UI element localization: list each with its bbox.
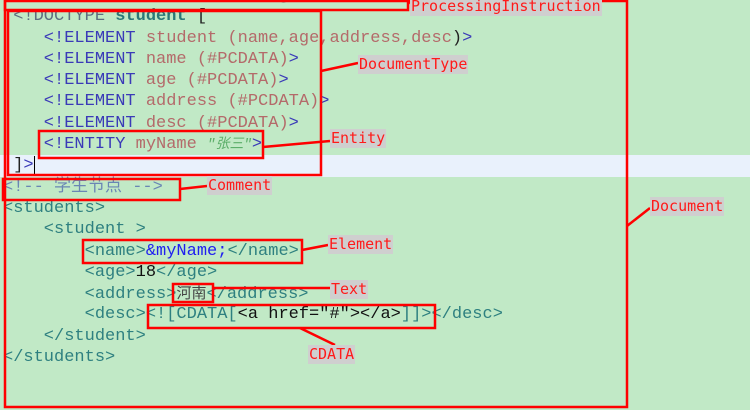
code-token: <!ELEMENT: [3, 49, 146, 69]
code-line[interactable]: <students>: [3, 198, 503, 219]
code-token: address (#PCDATA): [145, 92, 320, 112]
comment-connector: [179, 184, 208, 191]
code-token: <!-- 学生节点 -->: [3, 177, 163, 197]
code-token: <students>: [3, 198, 106, 218]
current-line-highlight: [0, 155, 750, 177]
code-line[interactable]: <!ELEMENT desc (#PCDATA)>: [3, 113, 503, 134]
code-token: 河南: [176, 284, 207, 303]
code-token: "张三": [207, 137, 252, 154]
code-token: &myName;: [145, 241, 228, 261]
label-processing-instruction: ProcessingInstruction: [410, 0, 602, 16]
code-token: <desc><![CDATA[: [3, 305, 238, 325]
label-comment: Comment: [207, 176, 273, 195]
entity-connector: [262, 139, 331, 149]
code-token: </students>: [3, 348, 116, 368]
code-token: 18: [135, 262, 157, 282]
code-token: age (#PCDATA): [145, 71, 279, 91]
cdata-connector: [299, 326, 336, 347]
code-token: >: [251, 135, 263, 155]
label-entity: Entity: [330, 129, 387, 148]
doctype-connector: [320, 61, 359, 73]
code-token: [: [186, 7, 208, 27]
code-token: <!ELEMENT: [3, 28, 146, 48]
code-line[interactable]: <student >: [3, 219, 503, 240]
comment-box: [1, 177, 182, 202]
code-line[interactable]: <desc><![CDATA[<a href="#"></a>]]></desc…: [3, 304, 503, 325]
cdata-box: [146, 303, 437, 330]
code-token: myName: [135, 135, 208, 155]
code-token: </age>: [156, 262, 218, 282]
element-connector: [301, 243, 329, 252]
code-line[interactable]: <?xml version="1.0" encoding="UTF-8"?>: [3, 0, 503, 6]
code-token: >: [278, 71, 289, 91]
code-token: <address>: [3, 285, 177, 305]
code-line[interactable]: <!ELEMENT age (#PCDATA)>: [3, 70, 503, 91]
code-line[interactable]: <!ENTITY myName "张三">: [3, 134, 503, 155]
code-token: ]]></desc>: [400, 305, 503, 325]
code-token: <!ELEMENT: [3, 92, 146, 112]
code-token: >: [462, 28, 473, 48]
code-line[interactable]: <!ELEMENT student (name,age,address,desc…: [3, 28, 503, 49]
code-line[interactable]: <name>&myName;</name>: [3, 241, 503, 262]
code-line[interactable]: <!ELEMENT address (#PCDATA)>: [3, 91, 503, 112]
code-token: desc (#PCDATA): [145, 113, 289, 133]
code-token: <!ENTITY: [3, 135, 136, 155]
code-line[interactable]: <age>18</age>: [3, 262, 503, 283]
code-token: <?xml version="1.0" encoding="UTF-8"?>: [3, 0, 391, 5]
code-token: ]: [3, 156, 24, 176]
text-box: [171, 282, 215, 304]
label-cdata: CDATA: [308, 345, 356, 364]
code-token: >: [319, 92, 330, 112]
code-line[interactable]: ]>: [3, 155, 503, 176]
element-box: [81, 238, 304, 265]
code-line[interactable]: </student>: [3, 326, 503, 347]
label-document-type: DocumentType: [358, 55, 469, 74]
code-token: name (#PCDATA): [145, 49, 289, 69]
text-cursor: [33, 155, 35, 174]
doctype-box: [6, 9, 323, 177]
code-token: <age>: [3, 262, 136, 282]
code-token: >: [288, 113, 299, 133]
label-element: Element: [328, 235, 394, 254]
code-token: <student >: [3, 220, 146, 240]
code-line[interactable]: <!-- 学生节点 -->: [3, 177, 503, 198]
code-line[interactable]: </students>: [3, 347, 503, 368]
code-line[interactable]: <!ELEMENT name (#PCDATA)>: [3, 49, 503, 70]
code-token: </address>: [206, 285, 309, 305]
code-token: ): [451, 28, 463, 48]
document-box: [3, 0, 629, 409]
label-document: Document: [650, 197, 725, 216]
code-token: <a href="#"></a>: [237, 305, 401, 325]
document-connector: [626, 207, 651, 227]
code-token: >: [23, 156, 34, 176]
code-line[interactable]: <address>河南</address>: [3, 283, 503, 304]
code-token: <name>: [3, 241, 146, 261]
code-token: name,age,address,desc: [237, 28, 452, 48]
code-token: </name>: [227, 241, 299, 261]
entity-box: [37, 129, 265, 160]
code-token: <!ELEMENT: [3, 71, 146, 91]
code-token: >: [288, 49, 299, 69]
code-token: <!ELEMENT: [3, 113, 146, 133]
code-token: student (: [145, 28, 238, 48]
code-token: </student>: [3, 326, 146, 346]
label-text: Text: [330, 280, 369, 299]
